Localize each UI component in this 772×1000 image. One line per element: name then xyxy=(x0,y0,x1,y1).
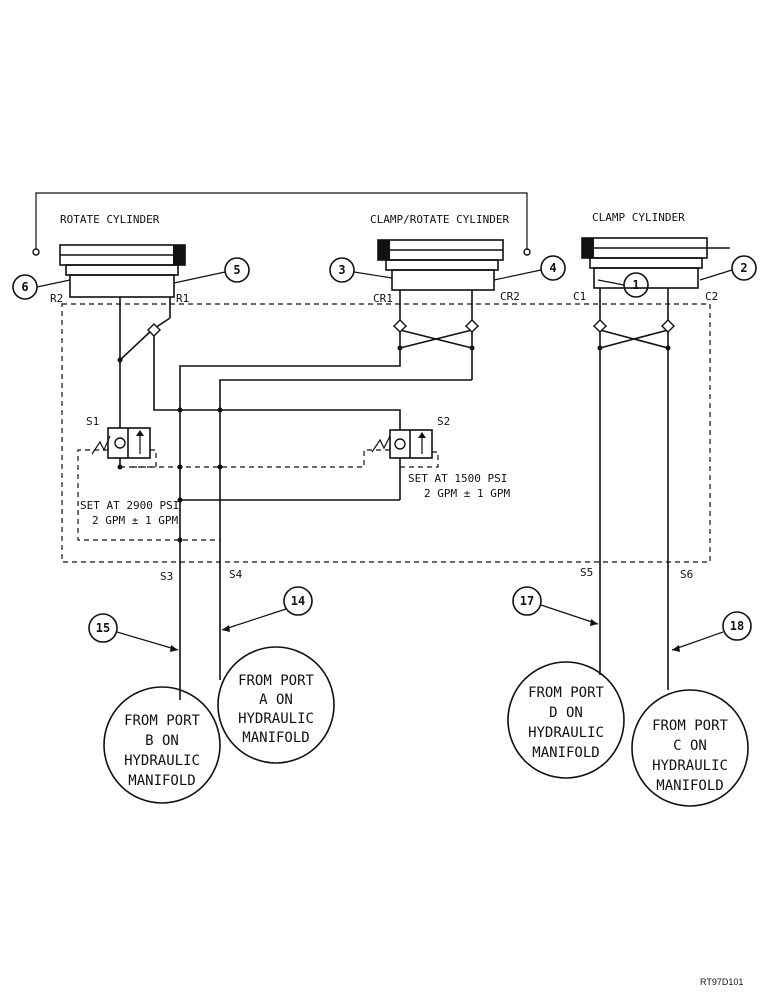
callout-5: 5 xyxy=(173,257,250,284)
rotate-check-valve xyxy=(147,323,161,337)
relief-valve-s1 xyxy=(91,427,157,470)
svg-text:FROM PORT: FROM PORT xyxy=(238,673,314,689)
svg-text:HYDRAULIC: HYDRAULIC xyxy=(652,758,728,774)
port-c2: C2 xyxy=(705,290,718,303)
svg-text:6: 6 xyxy=(21,280,28,294)
svg-text:D ON: D ON xyxy=(549,705,583,721)
clamp-rotate-cylinder xyxy=(377,239,504,291)
callout-14: 14 xyxy=(221,586,313,632)
svg-text:MANIFOLD: MANIFOLD xyxy=(128,773,195,789)
svg-text:5: 5 xyxy=(233,263,240,277)
callout-2: 2 xyxy=(699,255,757,281)
svg-text:HYDRAULIC: HYDRAULIC xyxy=(238,711,314,727)
svg-text:A ON: A ON xyxy=(259,692,293,708)
port-s4: S4 xyxy=(229,568,243,581)
callout-18: 18 xyxy=(671,611,752,652)
s1-setting-line2: 2 GPM ± 1 GPM xyxy=(92,514,178,527)
svg-text:1: 1 xyxy=(632,278,639,292)
svg-text:FROM PORT: FROM PORT xyxy=(652,718,728,734)
rotate-cylinder-label: ROTATE CYLINDER xyxy=(60,213,160,226)
rotate-cylinder xyxy=(59,244,186,298)
clamp-cylinder-label: CLAMP CYLINDER xyxy=(592,211,685,224)
callout-6: 6 xyxy=(12,274,71,300)
s2-setting-line1: SET AT 1500 PSI xyxy=(408,472,507,485)
s2-setting-line2: 2 GPM ± 1 GPM xyxy=(424,487,510,500)
svg-text:2: 2 xyxy=(740,261,747,275)
port-s1: S1 xyxy=(86,415,99,428)
svg-text:FROM PORT: FROM PORT xyxy=(124,713,200,729)
svg-text:MANIFOLD: MANIFOLD xyxy=(532,745,599,761)
relief-valve-s2 xyxy=(177,429,439,503)
svg-text:MANIFOLD: MANIFOLD xyxy=(656,778,723,794)
clamp-cylinder xyxy=(581,237,730,289)
port-s2: S2 xyxy=(437,415,450,428)
callout-17: 17 xyxy=(512,586,599,626)
callout-15: 15 xyxy=(88,613,179,652)
callout-1: 1 xyxy=(597,272,649,298)
figure-id: RT97D101 xyxy=(700,977,743,987)
rotate-circuit xyxy=(117,297,401,430)
port-s3: S3 xyxy=(160,570,173,583)
svg-text:3: 3 xyxy=(338,263,345,277)
svg-text:14: 14 xyxy=(291,594,305,608)
svg-text:MANIFOLD: MANIFOLD xyxy=(242,730,309,746)
source-port-c: FROM PORT C ON HYDRAULIC MANIFOLD xyxy=(631,689,749,807)
port-r2: R2 xyxy=(50,292,63,305)
port-cr1: CR1 xyxy=(373,292,393,305)
source-port-d: FROM PORT D ON HYDRAULIC MANIFOLD xyxy=(507,661,625,779)
svg-text:18: 18 xyxy=(730,619,744,633)
port-cr2: CR2 xyxy=(500,290,520,303)
source-port-b: FROM PORT B ON HYDRAULIC MANIFOLD xyxy=(103,686,221,804)
top-return-line xyxy=(35,192,528,250)
port-s5: S5 xyxy=(580,566,593,579)
svg-text:17: 17 xyxy=(520,594,534,608)
callout-4: 4 xyxy=(493,255,566,281)
callout-3: 3 xyxy=(329,257,393,283)
manifold-boundary xyxy=(61,303,711,563)
svg-text:C ON: C ON xyxy=(673,738,707,754)
svg-text:B ON: B ON xyxy=(145,733,179,749)
port-r1: R1 xyxy=(176,292,189,305)
s1-setting-line1: SET AT 2900 PSI xyxy=(80,499,179,512)
svg-text:HYDRAULIC: HYDRAULIC xyxy=(124,753,200,769)
svg-text:FROM PORT: FROM PORT xyxy=(528,685,604,701)
port-c1: C1 xyxy=(573,290,586,303)
clamp-rotate-crossover xyxy=(179,290,479,700)
s1-pilot-line xyxy=(77,449,220,541)
clamp-crossover xyxy=(593,288,675,690)
svg-text:HYDRAULIC: HYDRAULIC xyxy=(528,725,604,741)
top-line-end-left xyxy=(32,248,40,256)
top-line-end-right xyxy=(523,248,531,256)
port-s6: S6 xyxy=(680,568,693,581)
svg-text:15: 15 xyxy=(96,621,110,635)
source-port-a: FROM PORT A ON HYDRAULIC MANIFOLD xyxy=(217,646,335,764)
clamp-rotate-cylinder-label: CLAMP/ROTATE CYLINDER xyxy=(370,213,509,226)
svg-text:4: 4 xyxy=(549,261,556,275)
s2-pilot-line xyxy=(130,449,390,468)
